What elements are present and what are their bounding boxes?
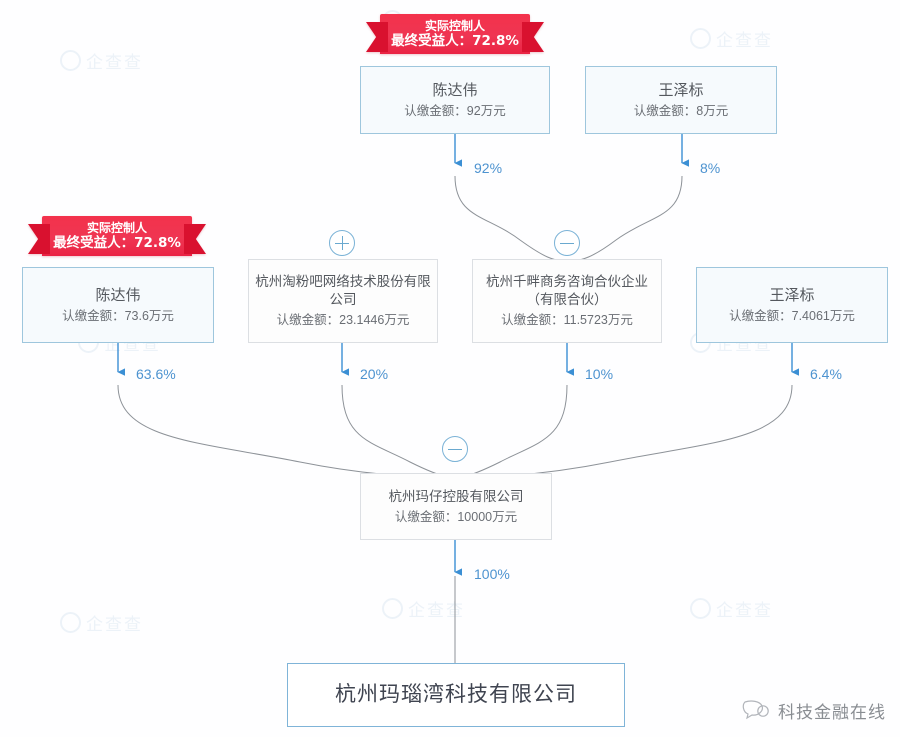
edge-percent-100: 100% (474, 566, 510, 582)
edge-percent-63-6: 63.6% (136, 366, 176, 382)
watermark-badge-icon (690, 28, 711, 49)
edge-percent-20: 20% (360, 366, 389, 382)
badge-line-2: 最终受益人：72.8% (391, 33, 519, 50)
watermark: 企查查 (690, 596, 773, 621)
node-title: 杭州玛瑙湾科技有限公司 (335, 683, 577, 706)
watermark-text: 企查查 (716, 31, 773, 51)
node-capital: 认缴金额：8万元 (633, 103, 729, 118)
ribbon-text: 实际控制人 最终受益人：72.8% (53, 222, 181, 256)
speech-bubble-icon (742, 699, 769, 719)
ribbon-tail-right (184, 224, 206, 254)
edge-percent-92: 92% (474, 160, 503, 176)
node-title: 陈达伟 (95, 286, 141, 304)
watermark: 企查查 (382, 596, 465, 621)
node-capital: 认缴金额：11.5723万元 (501, 313, 633, 327)
brand-logo: 科技金融在线 (741, 698, 886, 723)
node-title: 陈达伟 (432, 81, 478, 99)
node-title: 王泽标 (769, 286, 815, 304)
watermark-badge-icon (60, 50, 81, 71)
ribbon-tail-left (366, 22, 388, 52)
badge-line-1: 实际控制人 (424, 19, 485, 34)
node-capital: 认缴金额：7.4061万元 (729, 308, 855, 323)
watermark: 企查查 (60, 610, 143, 635)
node-title: 杭州千畔商务咨询合伙企业（有限合伙） (486, 274, 648, 307)
node-title: 杭州淘粉吧网络技术股份有限公司 (255, 274, 431, 307)
node-taofenba[interactable]: 杭州淘粉吧网络技术股份有限公司 认缴金额：23.1446万元 (248, 259, 438, 343)
node-capital: 认缴金额：73.6万元 (62, 308, 174, 323)
brand-text: 科技金融在线 (778, 703, 886, 723)
watermark: 企查查 (60, 48, 143, 73)
ribbon-body (42, 216, 192, 256)
watermark-badge-icon (690, 598, 711, 619)
badge-line-1: 实际控制人 (86, 221, 147, 236)
node-qianpan[interactable]: 杭州千畔商务咨询合伙企业（有限合伙） 认缴金额：11.5723万元 (472, 259, 662, 343)
node-chen-dawei-top[interactable]: 陈达伟 认缴金额：92万元 (360, 66, 550, 134)
edge-percent-8: 8% (700, 160, 721, 176)
node-title: 王泽标 (658, 81, 704, 99)
watermark-text: 企查查 (408, 601, 465, 621)
collapse-toggle-qianpan[interactable] (554, 230, 580, 256)
badge-line-2: 最终受益人：72.8% (53, 235, 181, 252)
edge-percent-6-4: 6.4% (810, 366, 842, 382)
node-title: 杭州玛仔控股有限公司 (388, 488, 524, 504)
ribbon-tail-left (28, 224, 50, 254)
watermark-text: 企查查 (716, 601, 773, 621)
ribbon-text: 实际控制人 最终受益人：72.8% (391, 20, 519, 54)
badge-actual-controller-top: 实际控制人 最终受益人：72.8% (366, 14, 544, 60)
node-capital: 认缴金额：23.1446万元 (276, 313, 410, 327)
watermark-badge-icon (60, 612, 81, 633)
watermark-text: 企查查 (86, 53, 143, 73)
ribbon-body (380, 14, 530, 54)
node-capital: 认缴金额：10000万元 (394, 509, 518, 524)
node-wang-zebiao-mid[interactable]: 王泽标 认缴金额：7.4061万元 (696, 267, 888, 343)
node-manaowan-root[interactable]: 杭州玛瑙湾科技有限公司 (287, 663, 625, 727)
node-mazai-holding[interactable]: 杭州玛仔控股有限公司 认缴金额：10000万元 (360, 473, 552, 540)
node-chen-dawei-mid[interactable]: 陈达伟 认缴金额：73.6万元 (22, 267, 214, 343)
watermark: 企查查 (690, 26, 773, 51)
collapse-toggle-mazai[interactable] (442, 436, 468, 462)
node-capital: 认缴金额：92万元 (404, 103, 506, 118)
expand-toggle-taofenba[interactable] (329, 230, 355, 256)
watermark-text: 企查查 (86, 615, 143, 635)
badge-actual-controller-mid: 实际控制人 最终受益人：72.8% (28, 216, 206, 262)
ribbon-tail-right (522, 22, 544, 52)
edge-percent-10: 10% (585, 366, 614, 382)
node-wang-zebiao-top[interactable]: 王泽标 认缴金额：8万元 (585, 66, 777, 134)
watermark-badge-icon (382, 598, 403, 619)
